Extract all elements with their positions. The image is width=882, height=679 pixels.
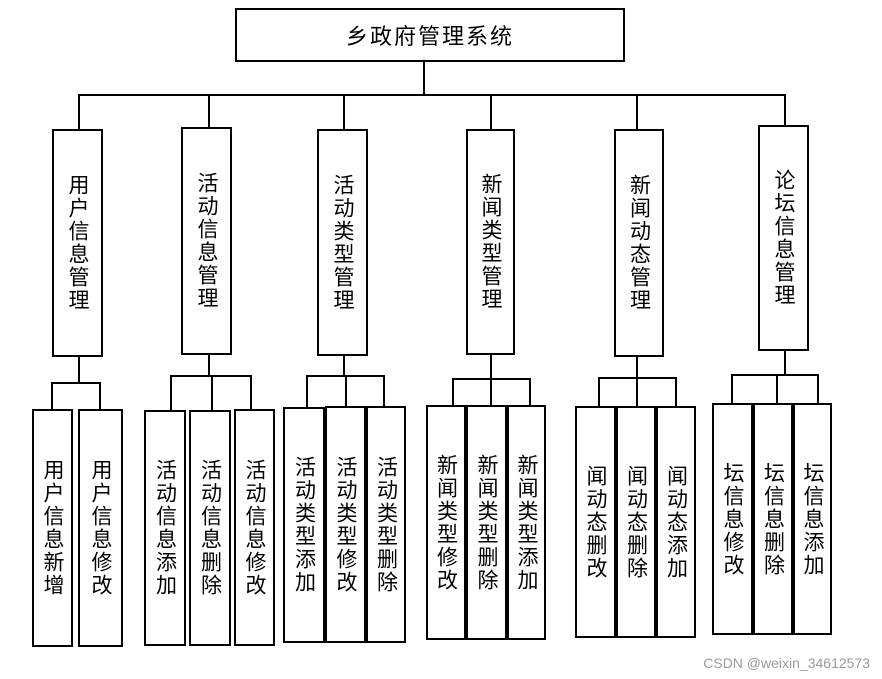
- root-label: 乡政府管理系统: [345, 25, 514, 50]
- leaf-node: 新闻类型添加: [507, 405, 546, 640]
- leaf-node: 活动信息修改: [234, 409, 275, 646]
- leaf-label: 活动信息修改: [243, 458, 267, 597]
- leaf-label: 闻动态删除: [624, 464, 649, 580]
- root-horizontal: [78, 94, 786, 96]
- leaf-node: 用户信息修改: [78, 409, 123, 647]
- leaf-label: 闻动态删改: [584, 464, 608, 580]
- drop-m1: [78, 94, 80, 130]
- m6-drop: [817, 374, 819, 403]
- leaf-label: 用户信息修改: [89, 459, 113, 597]
- leaf-node: 活动信息添加: [144, 410, 186, 646]
- root-node: 乡政府管理系统: [235, 8, 625, 62]
- m5-drop: [636, 377, 638, 406]
- m4-drop: [490, 378, 492, 405]
- leaf-node: 闻动态删除: [616, 406, 656, 638]
- m4-drop: [452, 378, 454, 405]
- m2-drop: [250, 375, 252, 409]
- leaf-node: 活动类型删除: [366, 406, 406, 643]
- leaf-label: 活动类型添加: [292, 456, 317, 594]
- leaf-label: 用户信息新增: [41, 459, 65, 597]
- m2-drop: [170, 375, 172, 410]
- leaf-node: 坛信息修改: [712, 403, 753, 635]
- leaf-node: 活动信息删除: [189, 410, 231, 646]
- leaf-label: 闻动态添加: [664, 464, 689, 580]
- leaf-label: 坛信息添加: [801, 461, 825, 577]
- m2-stem: [208, 355, 210, 376]
- module-news-type: 新闻类型管理: [466, 129, 515, 355]
- m4-stem: [490, 355, 492, 379]
- leaf-label: 新闻类型修改: [434, 453, 459, 592]
- module-label: 新闻类型管理: [479, 173, 503, 311]
- leaf-label: 新闻类型删除: [475, 453, 499, 592]
- leaf-node: 活动类型添加: [283, 407, 325, 643]
- leaf-node: 闻动态删改: [575, 406, 616, 638]
- drop-m2: [208, 94, 210, 128]
- leaf-label: 活动类型修改: [334, 455, 358, 594]
- m6-stem: [784, 351, 786, 375]
- leaf-label: 活动类型删除: [374, 455, 399, 594]
- module-label: 活动类型管理: [331, 173, 355, 312]
- drop-m3: [343, 94, 345, 130]
- drop-m6: [784, 94, 786, 126]
- module-news-dynamic: 新闻动态管理: [614, 129, 664, 357]
- m5-drop: [675, 377, 677, 406]
- module-user-info: 用户信息管理: [52, 129, 103, 357]
- root-stem: [423, 62, 425, 95]
- leaf-label: 活动信息添加: [153, 459, 178, 597]
- leaf-node: 坛信息添加: [793, 403, 832, 635]
- leaf-node: 新闻类型删除: [466, 405, 507, 640]
- leaf-node: 闻动态添加: [656, 406, 696, 638]
- leaf-node: 新闻类型修改: [426, 405, 466, 640]
- m3-drop: [306, 375, 308, 407]
- m4-drop: [529, 378, 531, 405]
- leaf-label: 活动信息删除: [198, 459, 223, 597]
- leaf-label: 新闻类型添加: [515, 453, 539, 592]
- m1-horizontal: [51, 382, 101, 384]
- m6-drop: [731, 374, 733, 403]
- m3-stem: [343, 356, 345, 376]
- m6-drop: [776, 374, 778, 403]
- m1-drop: [99, 382, 101, 409]
- leaf-node: 活动类型修改: [325, 406, 366, 643]
- module-activity-info: 活动信息管理: [181, 127, 232, 355]
- m2-drop: [211, 375, 213, 410]
- m1-drop: [51, 382, 53, 409]
- module-label: 论坛信息管理: [772, 169, 796, 307]
- module-forum-info: 论坛信息管理: [758, 125, 809, 351]
- leaf-label: 坛信息修改: [721, 461, 745, 577]
- m6-horizontal: [731, 374, 819, 376]
- m5-drop: [598, 377, 600, 406]
- m3-drop: [383, 375, 385, 407]
- m1-stem: [78, 357, 80, 383]
- leaf-node: 坛信息删除: [753, 403, 793, 635]
- module-label: 活动信息管理: [195, 172, 219, 310]
- module-label: 用户信息管理: [66, 174, 90, 312]
- watermark-text: CSDN @weixin_34612573: [703, 655, 870, 671]
- module-label: 新闻动态管理: [627, 174, 652, 312]
- drop-m5: [636, 94, 638, 130]
- leaf-label: 坛信息删除: [761, 461, 786, 577]
- drop-m4: [490, 94, 492, 130]
- m5-stem: [636, 357, 638, 378]
- leaf-node: 用户信息新增: [32, 409, 73, 647]
- module-activity-type: 活动类型管理: [317, 129, 368, 356]
- m3-drop: [345, 375, 347, 406]
